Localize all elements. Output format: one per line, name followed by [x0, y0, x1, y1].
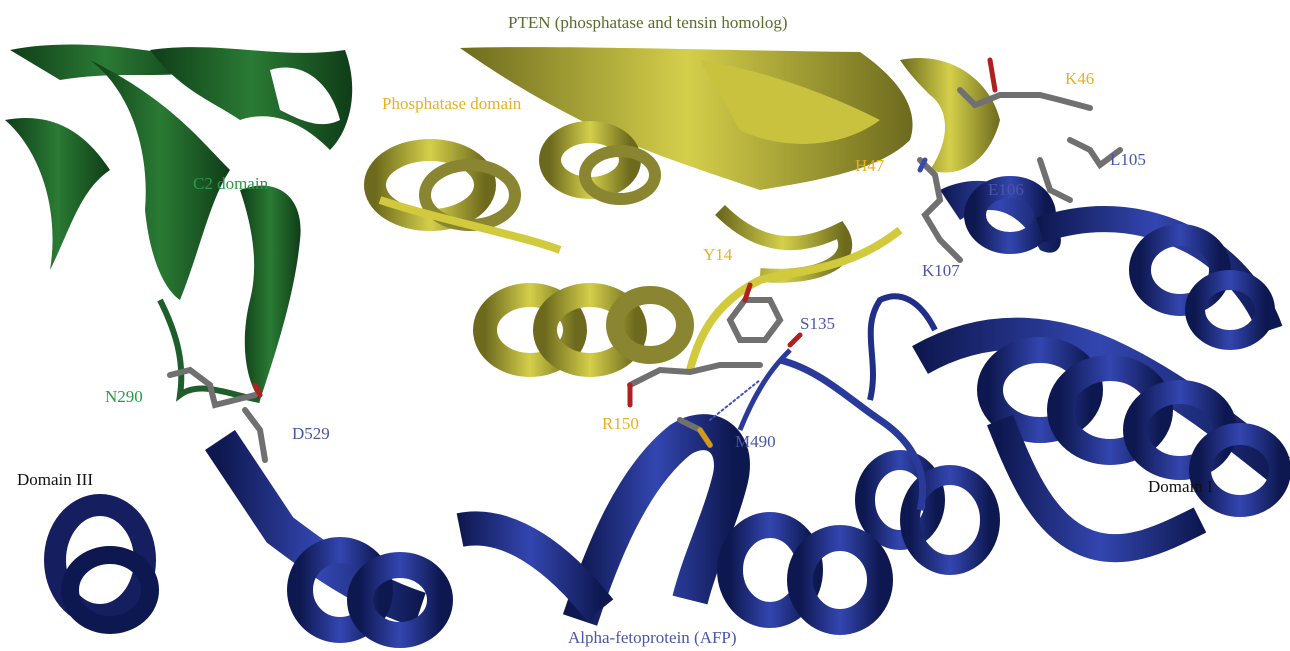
domain-i-label: Domain I [1148, 478, 1213, 495]
afp-ribbon [55, 181, 1280, 635]
residue-e106-label: E106 [988, 181, 1024, 198]
residue-n290-label: N290 [105, 388, 143, 405]
domain-iii-label: Domain III [17, 471, 93, 488]
phosphatase-domain-label: Phosphatase domain [382, 95, 521, 112]
pten-title: PTEN (phosphatase and tensin homolog) [508, 14, 788, 31]
afp-subtitle: Alpha-fetoprotein (AFP) [568, 629, 737, 646]
residue-k107-label: K107 [922, 262, 960, 279]
residue-h47-label: H47 [855, 157, 884, 174]
residue-r150-label: R150 [602, 415, 639, 432]
residue-l105-label: L105 [1110, 151, 1146, 168]
c2-domain-ribbon [5, 45, 352, 400]
residue-y14-label: Y14 [703, 246, 732, 263]
residue-k46-label: K46 [1065, 70, 1094, 87]
c2-domain-label: C2 domain [193, 175, 268, 192]
residue-s135-label: S135 [800, 315, 835, 332]
residue-d529-label: D529 [292, 425, 330, 442]
residue-m490-label: M490 [735, 433, 776, 450]
